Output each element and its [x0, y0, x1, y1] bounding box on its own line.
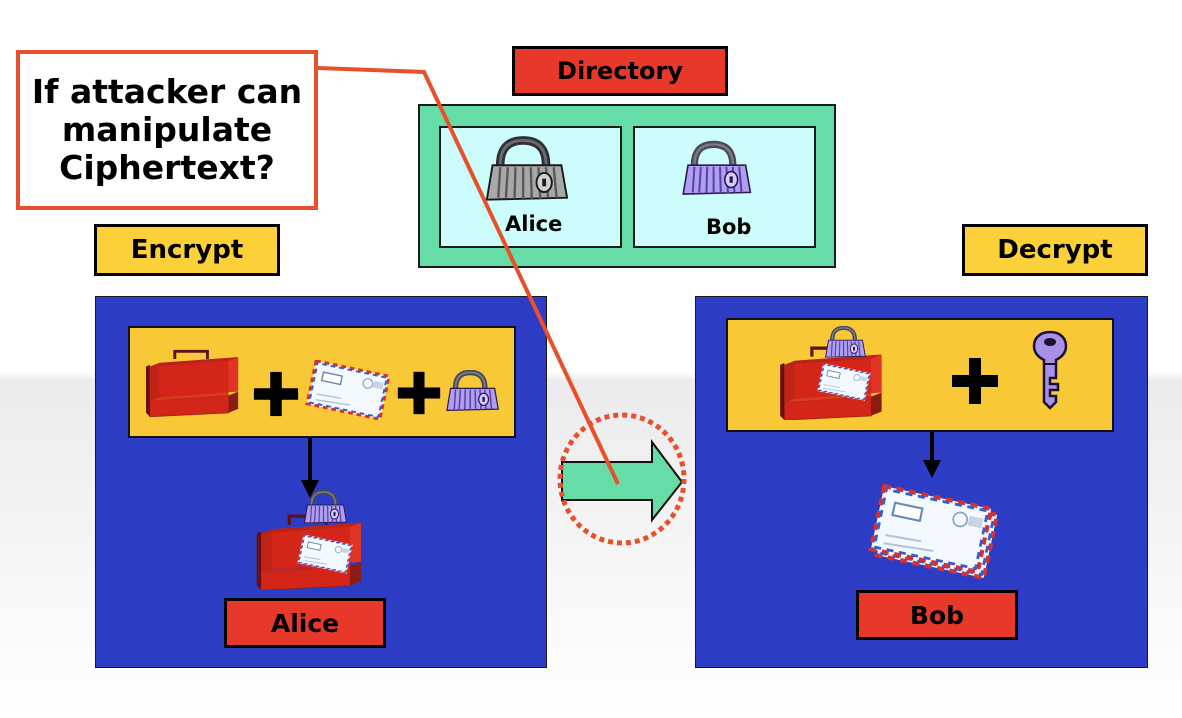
- down-arrow-icon: [923, 432, 941, 478]
- recipient-label: Bob: [856, 590, 1018, 640]
- attack-pointer-line: [317, 66, 620, 485]
- attack-question-text: If attacker can manipulate Ciphertext?: [31, 72, 303, 187]
- directory-title: Directory: [512, 46, 728, 96]
- envelope-icon: [868, 484, 1000, 580]
- down-arrow-icon: [301, 438, 319, 498]
- attack-target-circle: [557, 412, 687, 546]
- padlock-purple-icon: [680, 140, 752, 200]
- attack-question-callout: If attacker can manipulate Ciphertext?: [16, 50, 318, 210]
- toolbox-icon: [146, 348, 242, 418]
- key-icon: [1028, 330, 1072, 410]
- encrypt-title: Encrypt: [94, 224, 280, 276]
- plus-icon: [252, 370, 300, 418]
- plus-icon: [950, 356, 1000, 406]
- locked-toolbox-icon: [766, 326, 902, 420]
- directory-alice-name: Alice: [505, 212, 563, 236]
- arrow-right-icon: [561, 439, 684, 523]
- directory-bob-name: Bob: [706, 215, 752, 239]
- sender-label: Alice: [224, 598, 386, 648]
- locked-toolbox-icon: [244, 490, 378, 590]
- decrypt-title: Decrypt: [962, 224, 1148, 276]
